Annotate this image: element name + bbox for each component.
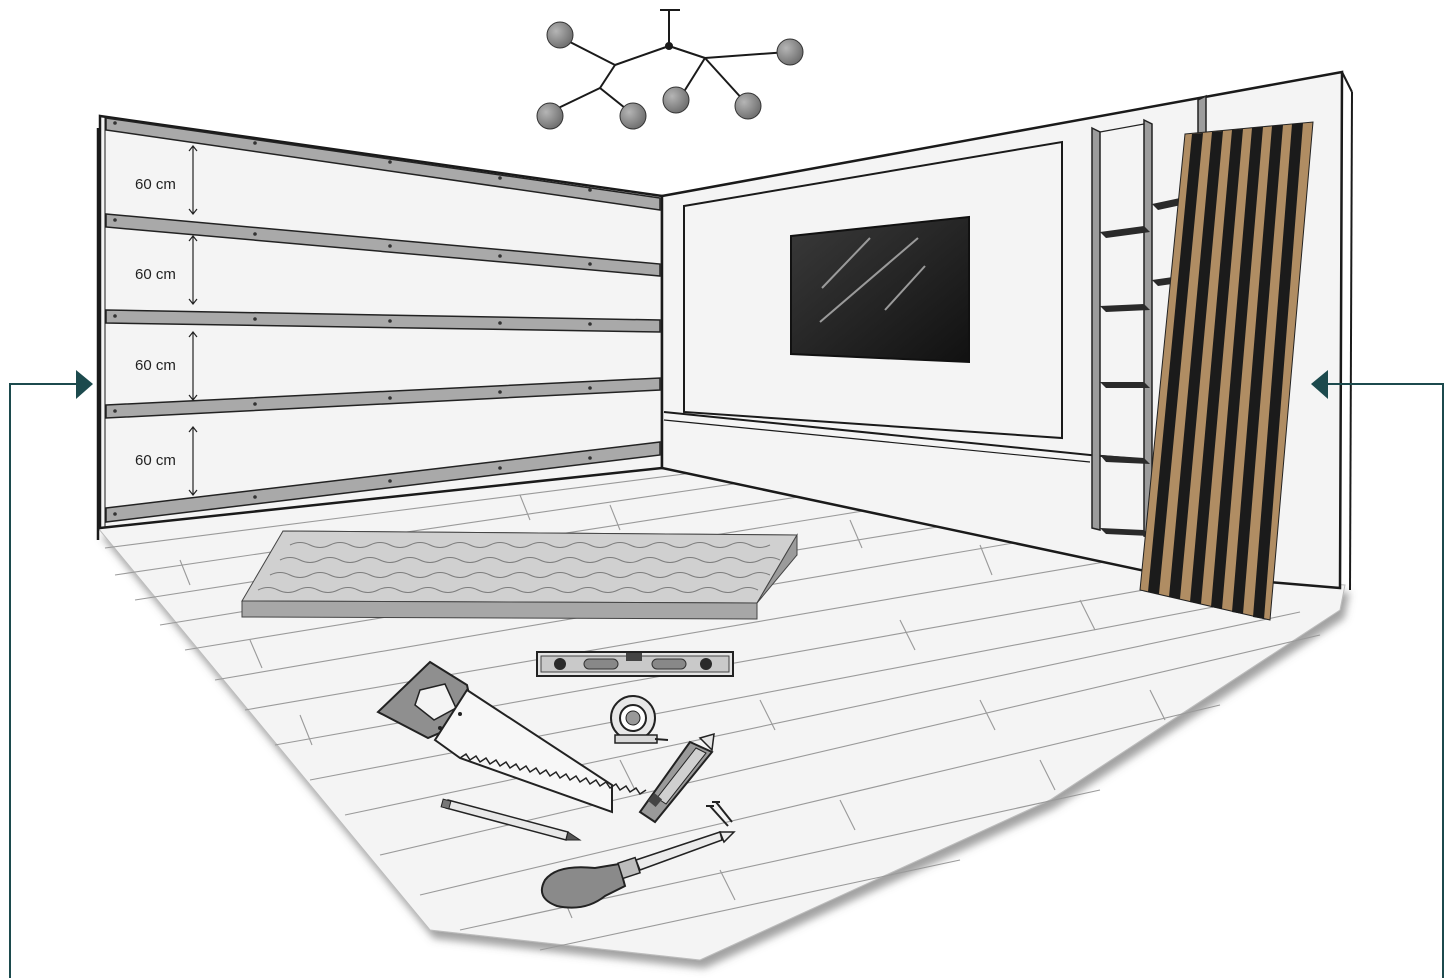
spacing-label: 60 cm xyxy=(135,357,176,374)
left-wall: 60 cm 60 cm 60 cm 60 cm xyxy=(98,116,662,540)
spacing-label: 60 cm xyxy=(135,176,176,193)
panel-on-floor xyxy=(242,531,797,619)
spacing-label: 60 cm xyxy=(135,452,176,469)
arrow-pointer-left-wall-icon xyxy=(10,370,93,978)
spacing-label: 60 cm xyxy=(135,266,176,283)
pendant-light xyxy=(537,10,803,129)
wall-tv xyxy=(791,217,969,362)
spirit-level-icon xyxy=(537,652,733,676)
tv-screen xyxy=(791,217,969,362)
